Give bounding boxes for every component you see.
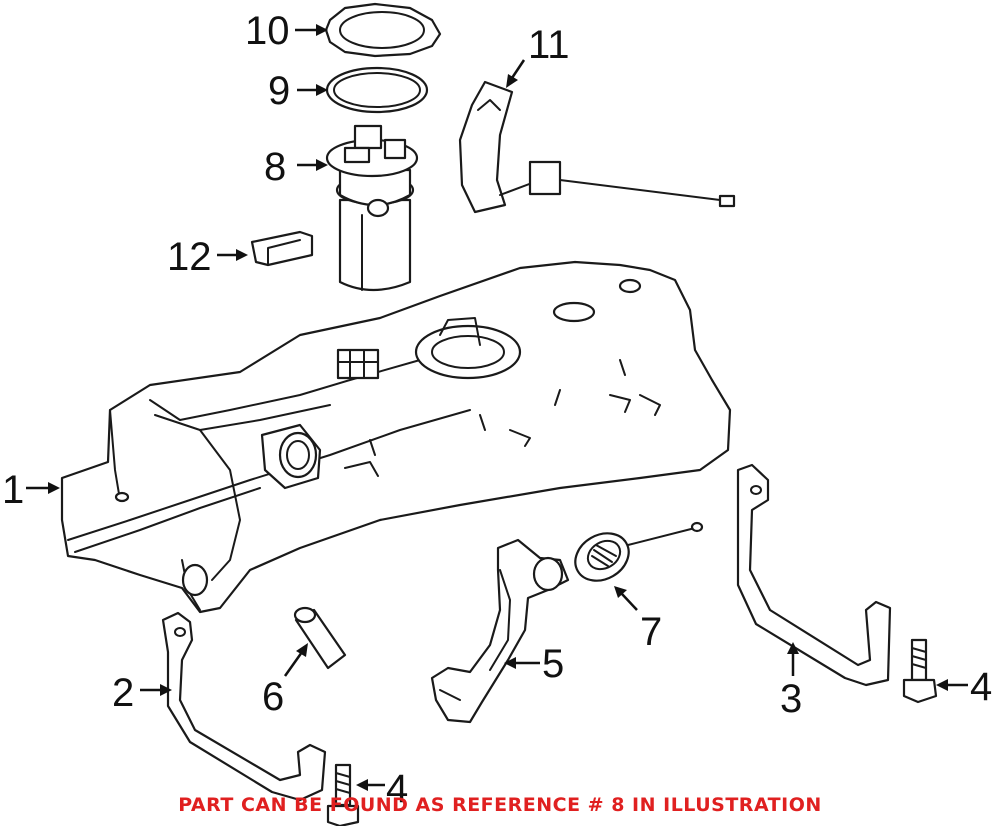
lock-ring-part (324, 2, 442, 58)
filler-pipe-part (430, 538, 570, 724)
callout-6: 6 (262, 675, 284, 719)
filler-neck-port (260, 423, 322, 490)
callout-arrows (26, 24, 968, 791)
clip-part (250, 230, 314, 267)
callout-9: 9 (268, 69, 290, 113)
seal-part (325, 66, 429, 114)
callout-11: 11 (528, 23, 570, 67)
fuel-level-sender-part (458, 80, 736, 214)
callout-3: 3 (780, 677, 802, 721)
right-tank-strap-part (736, 463, 892, 687)
callout-5: 5 (542, 642, 564, 686)
fuel-tank-part (60, 260, 732, 614)
callout-2: 2 (112, 671, 134, 715)
bolt-part-bottom (326, 763, 360, 826)
fuel-pump-module-part (325, 124, 419, 292)
callout-12: 12 (167, 235, 212, 279)
callout-8: 8 (264, 145, 286, 189)
left-tank-strap-part (161, 611, 327, 802)
callout-4-bottom: 4 (386, 767, 408, 811)
callout-4-right: 4 (970, 665, 992, 709)
callout-7: 7 (640, 610, 662, 654)
bolt-part-right (902, 638, 938, 704)
callout-10: 10 (245, 9, 290, 53)
valve-cylinder-part (293, 606, 347, 670)
callout-1: 1 (2, 468, 24, 512)
fuel-cap-part (574, 521, 704, 582)
reference-note: PART CAN BE FOUND AS REFERENCE # 8 IN IL… (178, 794, 822, 816)
